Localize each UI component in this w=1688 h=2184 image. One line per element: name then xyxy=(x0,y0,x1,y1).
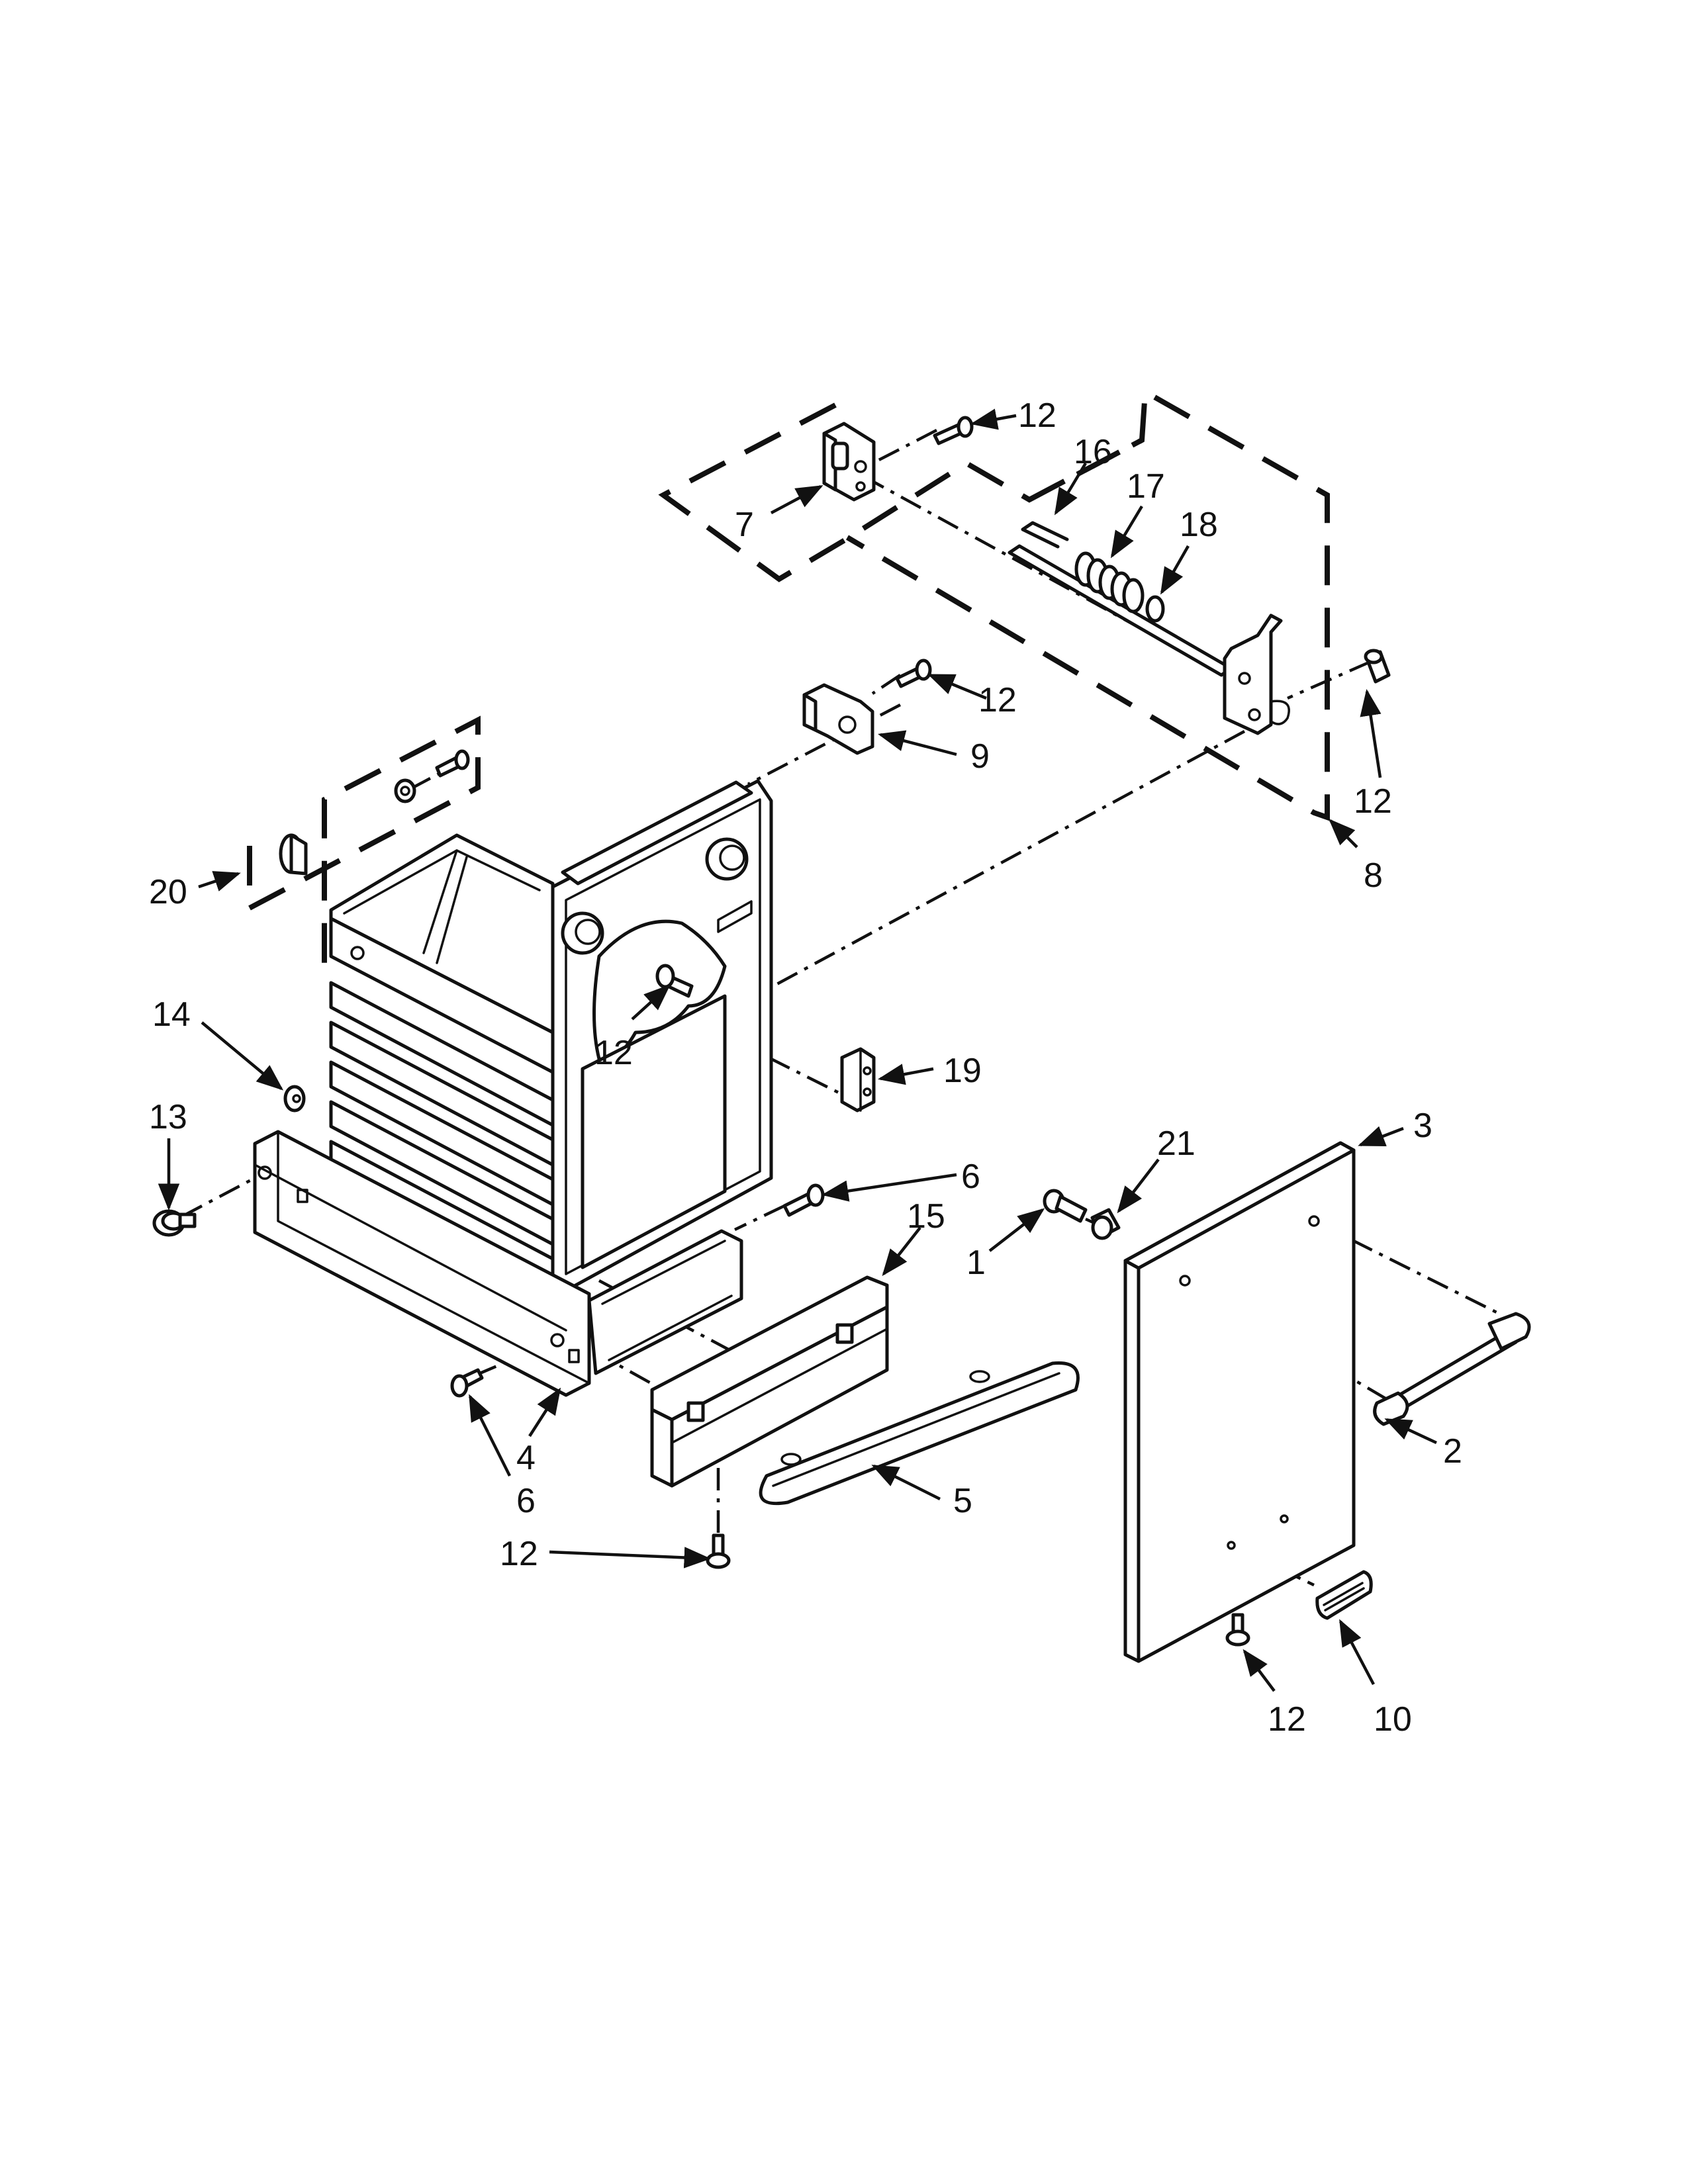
callout-9: 9 xyxy=(970,737,990,776)
boundary-hinge-group xyxy=(658,402,1143,582)
callout-12: 12 xyxy=(500,1535,538,1573)
door-panel xyxy=(1123,1141,1356,1663)
boundary-latch-group xyxy=(845,387,1330,821)
callout-15: 15 xyxy=(907,1197,945,1236)
cabinet-housing xyxy=(253,779,773,1397)
callout-6: 6 xyxy=(516,1482,536,1520)
align-screw-6-right xyxy=(734,1204,785,1232)
bumper xyxy=(283,1085,306,1113)
align-foot-13 xyxy=(181,1171,266,1218)
align-screw-6-left xyxy=(475,1340,553,1377)
callout-21: 21 xyxy=(1157,1124,1196,1163)
callout-14: 14 xyxy=(152,995,191,1034)
leader-lines xyxy=(158,408,1437,1692)
align-screw-hinge xyxy=(871,429,938,465)
screws xyxy=(435,416,1391,1647)
callout-3: 3 xyxy=(1413,1107,1432,1145)
boundary-stop-group xyxy=(247,715,481,968)
screw-6-right xyxy=(782,1183,825,1217)
callout-8: 8 xyxy=(1364,856,1383,895)
align-handle-bottom xyxy=(1184,1279,1395,1404)
callout-12: 12 xyxy=(1268,1700,1306,1739)
align-handle-top xyxy=(1313,1219,1501,1316)
align-latch-to-cabinet xyxy=(772,730,1246,987)
align-bracket-9 xyxy=(747,704,902,786)
hinge-pin xyxy=(1043,1189,1088,1223)
door-handle xyxy=(1373,1312,1531,1426)
screw-bottom xyxy=(706,1533,731,1569)
callout-12: 12 xyxy=(1018,396,1056,435)
callout-16: 16 xyxy=(1074,433,1112,471)
callout-1: 1 xyxy=(966,1244,986,1282)
screw-door xyxy=(1225,1613,1250,1647)
callouts: 12 7 16 17 18 12 9 12 8 20 12 14 19 13 3… xyxy=(149,396,1462,1739)
cabinet-bracket xyxy=(802,683,874,755)
callout-6: 6 xyxy=(961,1158,980,1196)
callout-4: 4 xyxy=(516,1439,536,1477)
latch-rod-assembly xyxy=(1008,521,1290,735)
boundary-lines xyxy=(247,387,1330,968)
door-badge xyxy=(1315,1570,1373,1620)
callout-19: 19 xyxy=(943,1052,982,1090)
kick-plate xyxy=(650,1275,889,1488)
callout-18: 18 xyxy=(1180,506,1218,544)
screw-6-left xyxy=(450,1368,484,1398)
screw-right xyxy=(1364,649,1391,684)
latch-plate xyxy=(1223,614,1283,735)
hinge-spacer xyxy=(1090,1208,1121,1240)
screw-upper xyxy=(895,659,932,688)
align-stop-screw xyxy=(409,766,451,790)
latch-washer xyxy=(1145,595,1165,623)
toe-grille xyxy=(759,1361,1080,1506)
leveling-foot xyxy=(152,1209,197,1237)
callout-12: 12 xyxy=(1354,782,1392,821)
cabinet-bracket-lower xyxy=(840,1047,876,1113)
callout-13: 13 xyxy=(149,1098,187,1136)
callout-20: 20 xyxy=(149,873,187,911)
screw-top xyxy=(933,416,974,445)
callout-2: 2 xyxy=(1443,1432,1462,1471)
screw-stop xyxy=(435,749,470,778)
latch-rod-hook xyxy=(1021,521,1069,549)
callout-12: 12 xyxy=(978,681,1017,719)
callout-10: 10 xyxy=(1374,1700,1412,1739)
latch-spring xyxy=(1074,551,1145,614)
hinge-bracket xyxy=(822,422,876,502)
stop-assembly xyxy=(279,778,416,876)
align-screw-12-right xyxy=(1287,660,1371,700)
callout-7: 7 xyxy=(735,506,754,544)
callout-12: 12 xyxy=(594,1034,633,1072)
callout-5: 5 xyxy=(953,1482,972,1520)
callout-17: 17 xyxy=(1127,467,1165,506)
